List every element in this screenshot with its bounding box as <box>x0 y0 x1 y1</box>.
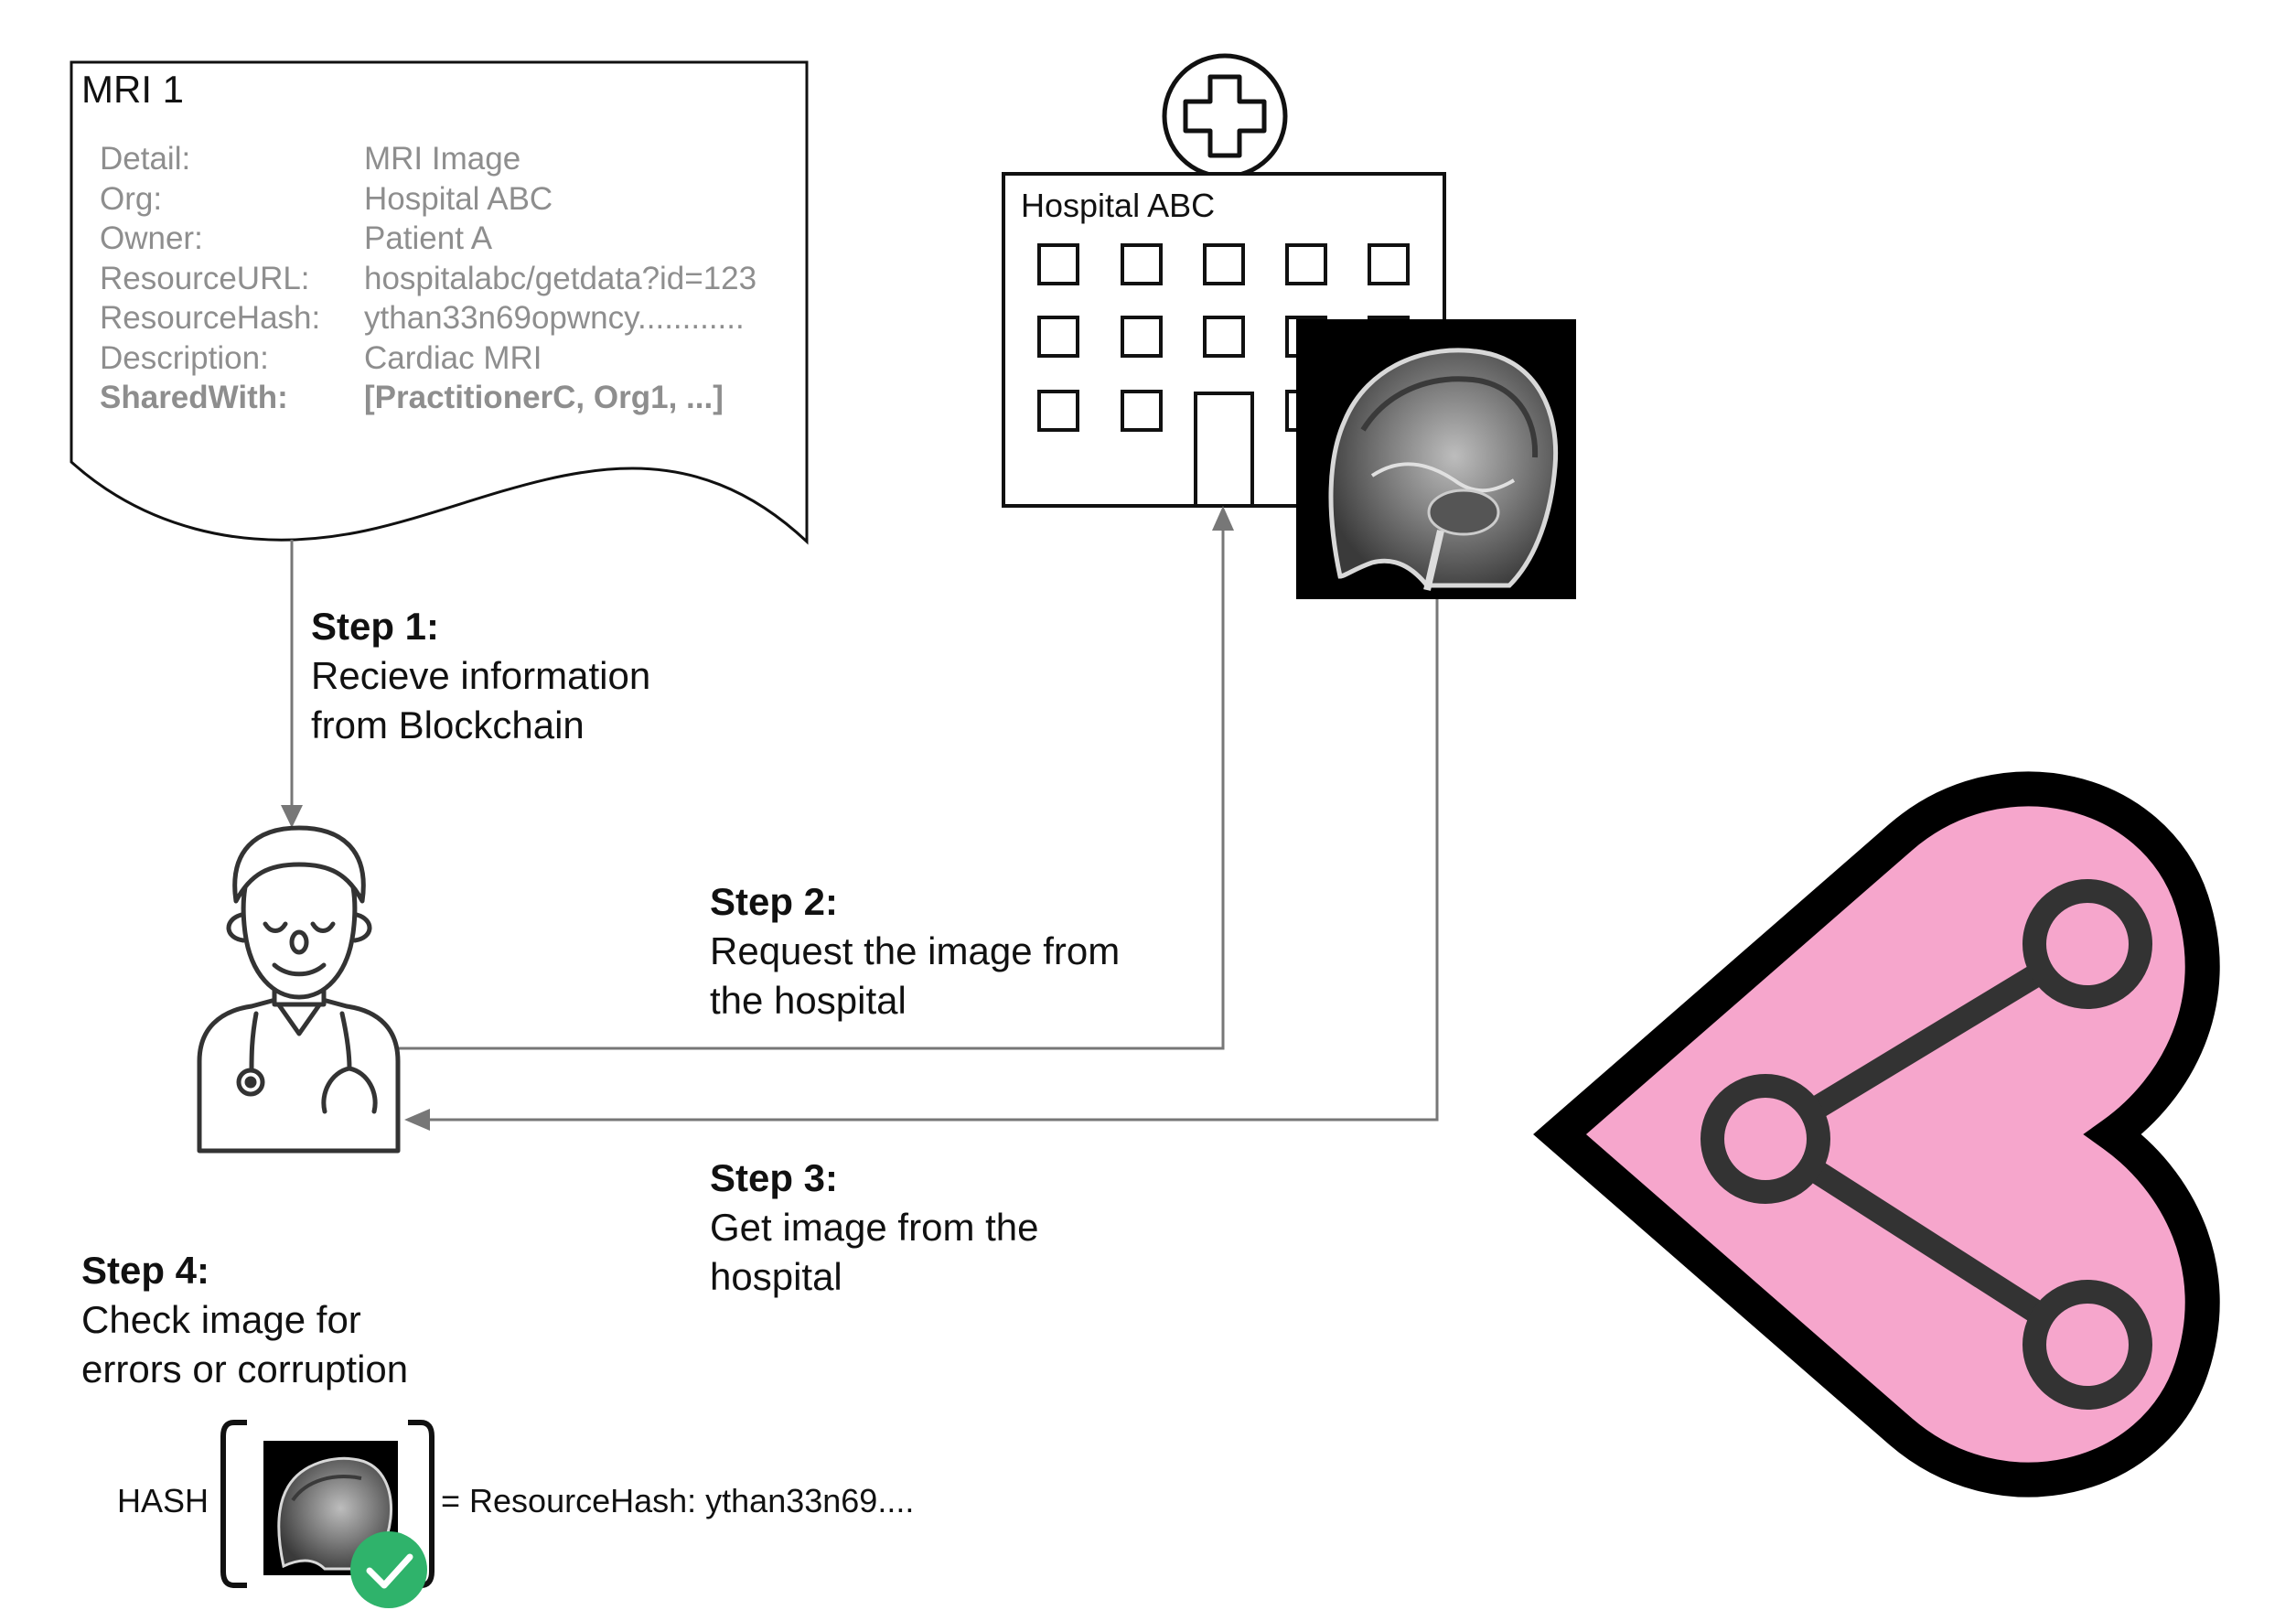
document-field-key: ResourceURL: <box>100 261 310 296</box>
step-4-text: Step 4: Check image for errors or corrup… <box>81 1246 408 1394</box>
step-4-label: Step 4: <box>81 1249 210 1292</box>
step-2-label: Step 2: <box>710 880 839 923</box>
step-3-text: Step 3: Get image from the hospital <box>710 1154 1038 1302</box>
arrow-step-2 <box>395 506 1234 1050</box>
heart-share-logo-icon <box>1533 771 2220 1498</box>
hash-bracket-right <box>408 1420 435 1588</box>
arrow-step-3 <box>404 599 1439 1131</box>
document-field-key: Owner: <box>100 220 203 256</box>
step-1-text: Step 1: Recieve information from Blockch… <box>311 602 650 750</box>
document-field-value: Patient A <box>364 220 493 256</box>
step-4-line-2: errors or corruption <box>81 1347 409 1390</box>
hospital-name: Hospital ABC <box>1021 187 1216 224</box>
hash-label: HASH <box>117 1482 209 1519</box>
step-4-line-1: Check image for <box>81 1298 361 1341</box>
arrow-step-1 <box>281 540 303 828</box>
step-2-line-1: Request the image from <box>710 929 1121 972</box>
mri-brain-scan-image <box>1296 319 1576 599</box>
document-field-key: ResourceHash: <box>100 300 321 336</box>
step-3-label: Step 3: <box>710 1156 839 1199</box>
document-field-value: Cardiac MRI <box>364 340 542 376</box>
step-1-line-1: Recieve information <box>311 654 651 697</box>
step-1-line-2: from Blockchain <box>311 703 585 746</box>
document-field-value: Hospital ABC <box>364 181 553 217</box>
document-field-value: ythan33n69opwncy............ <box>364 300 745 336</box>
doctor-icon <box>197 825 401 1154</box>
check-circle-icon <box>350 1531 427 1608</box>
step-3-line-2: hospital <box>710 1255 842 1298</box>
hash-result: = ResourceHash: ythan33n69.... <box>441 1482 915 1519</box>
hash-bracket-left <box>220 1420 247 1588</box>
step-2-text: Step 2: Request the image from the hospi… <box>710 877 1120 1025</box>
step-2-line-2: the hospital <box>710 979 907 1022</box>
document-field-key: Detail: <box>100 141 191 177</box>
document-field-value: hospitalabc/getdata?id=123 <box>364 261 757 296</box>
document-field-value: MRI Image <box>364 141 521 177</box>
document-field-key: Description: <box>100 340 269 376</box>
document-card <box>70 60 809 545</box>
document-field-key: SharedWith: <box>100 380 288 415</box>
step-1-label: Step 1: <box>311 605 440 648</box>
document-field-value: [PractitionerC, Org1, ...] <box>364 380 724 415</box>
document-field-key: Org: <box>100 181 163 217</box>
document-title: MRI 1 <box>81 68 185 111</box>
step-3-line-1: Get image from the <box>710 1206 1039 1249</box>
